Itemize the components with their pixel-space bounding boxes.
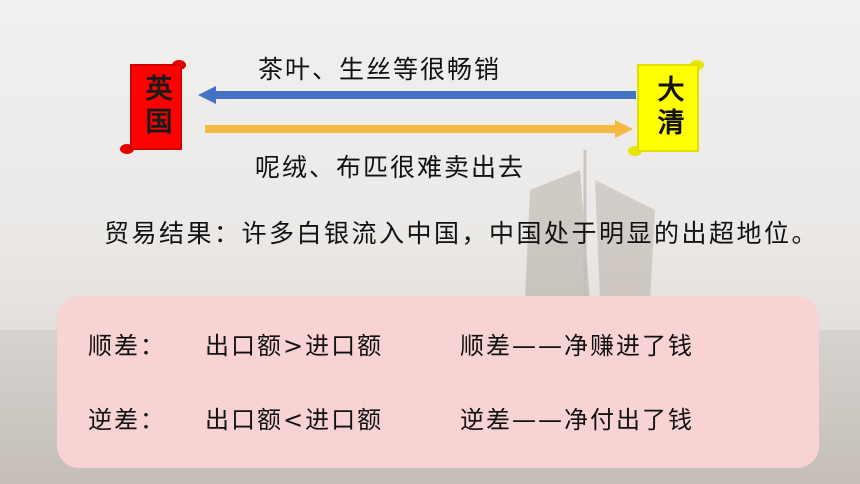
trade-result-paragraph: 贸易结果：许多白银流入中国，中国处于明显的出超地位。 — [104, 219, 820, 248]
definition-formula: 出口额>进口额 — [205, 332, 384, 360]
definition-meaning: 顺差——净赚进了钱 — [460, 332, 694, 360]
qing-export-text: 茶叶、生丝等很畅销 — [258, 55, 502, 84]
definition-meaning: 逆差——净付出了钱 — [460, 406, 694, 434]
scroll-curl — [628, 146, 642, 156]
arrow-to-qing — [205, 120, 633, 138]
definition-formula: 出口额<进口额 — [205, 406, 384, 434]
britain-label: 英国 — [140, 74, 172, 140]
britain-scroll: 英国 — [130, 64, 182, 150]
definition-term: 逆差： — [88, 406, 166, 434]
qing-label: 大清 — [652, 75, 684, 141]
definition-term: 顺差： — [88, 332, 166, 360]
scroll-curl — [120, 144, 134, 154]
britain-export-text: 呢绒、布匹很难卖出去 — [255, 153, 526, 182]
arrow-to-britain — [198, 86, 636, 104]
qing-scroll: 大清 — [637, 64, 699, 152]
definition-box — [57, 296, 819, 468]
